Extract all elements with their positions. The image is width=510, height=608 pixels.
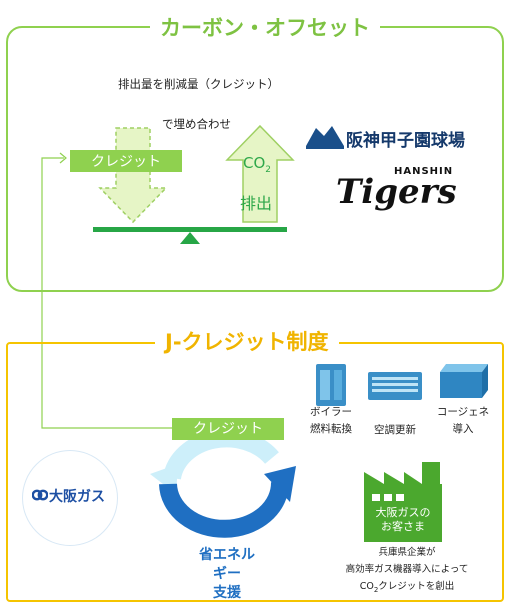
carbon-offset-title: カーボン・オフセット xyxy=(150,12,380,42)
co2-subscript: 2 xyxy=(265,165,272,175)
balance-beam xyxy=(93,227,287,232)
tigers-logo: Tigers xyxy=(336,172,457,212)
boiler-icon xyxy=(316,364,346,406)
factory-icon xyxy=(364,462,442,542)
explain-line-1: 排出量を削減量（クレジット） xyxy=(118,77,279,91)
energy-support-label: 省エネルギー 支援 xyxy=(196,546,258,603)
equipment-cogeneration-line2: 導入 xyxy=(452,423,474,435)
tigers-logo-top: HANSHIN xyxy=(394,166,454,177)
factory-label-line2: お客さま xyxy=(381,520,425,533)
note-co2-prefix: CO xyxy=(359,581,374,592)
note-co2-subscript: 2 xyxy=(373,585,379,594)
equipment-cogeneration-line1: コージェネ xyxy=(436,406,490,418)
air-conditioner-icon xyxy=(368,372,422,400)
factory-label-line1: 大阪ガスの xyxy=(375,506,431,519)
equipment-boiler-label: ボイラー 燃料転換 xyxy=(300,404,362,438)
cogeneration-icon xyxy=(440,364,488,398)
energy-support-line2: 支援 xyxy=(213,585,241,601)
balance-fulcrum xyxy=(180,232,200,244)
note-line-1: 兵庫県企業が xyxy=(378,547,436,558)
emission-label: 排出 xyxy=(240,194,273,213)
note-line-3: CO2クレジットを創出 xyxy=(340,578,474,599)
up-arrow-icon xyxy=(225,124,295,223)
j-credit-bar: クレジット xyxy=(172,418,284,440)
credit-connector-line xyxy=(41,157,172,429)
co2-label: CO2 xyxy=(243,154,271,175)
equipment-cogeneration-label: コージェネ 導入 xyxy=(432,404,494,438)
j-credit-title: J-クレジット制度 xyxy=(155,326,339,356)
osaka-gas-logo-text: 大阪ガス xyxy=(49,489,105,505)
note-line-2: 高効率ガス機器導入によって xyxy=(345,564,469,575)
koshien-stadium-logo-icon xyxy=(306,126,344,149)
explain-line-2: で埋め合わせ xyxy=(162,117,231,131)
equipment-boiler-line2: 燃料転換 xyxy=(310,423,352,435)
blue-arrow-head-icon xyxy=(264,466,296,502)
osaka-gas-logo-icon xyxy=(32,489,48,501)
credit-creation-note: 兵庫県企業が 高効率ガス機器導入によって CO2クレジットを創出 xyxy=(340,544,474,599)
note-line-3-suffix: クレジットを創出 xyxy=(378,581,455,592)
energy-support-line1: 省エネルギー xyxy=(199,547,255,582)
equipment-boiler-line1: ボイラー xyxy=(310,406,352,418)
equipment-aircon-label: 空調更新 xyxy=(374,424,416,436)
co2-prefix: CO xyxy=(243,154,266,172)
koshien-stadium-name: 阪神甲子園球場 xyxy=(346,131,465,151)
osaka-gas-logo-circle xyxy=(22,450,118,546)
carbon-credit-bar: クレジット xyxy=(70,150,182,172)
factory-label: 大阪ガスの お客さま xyxy=(366,506,440,534)
down-arrow-icon xyxy=(98,127,168,224)
